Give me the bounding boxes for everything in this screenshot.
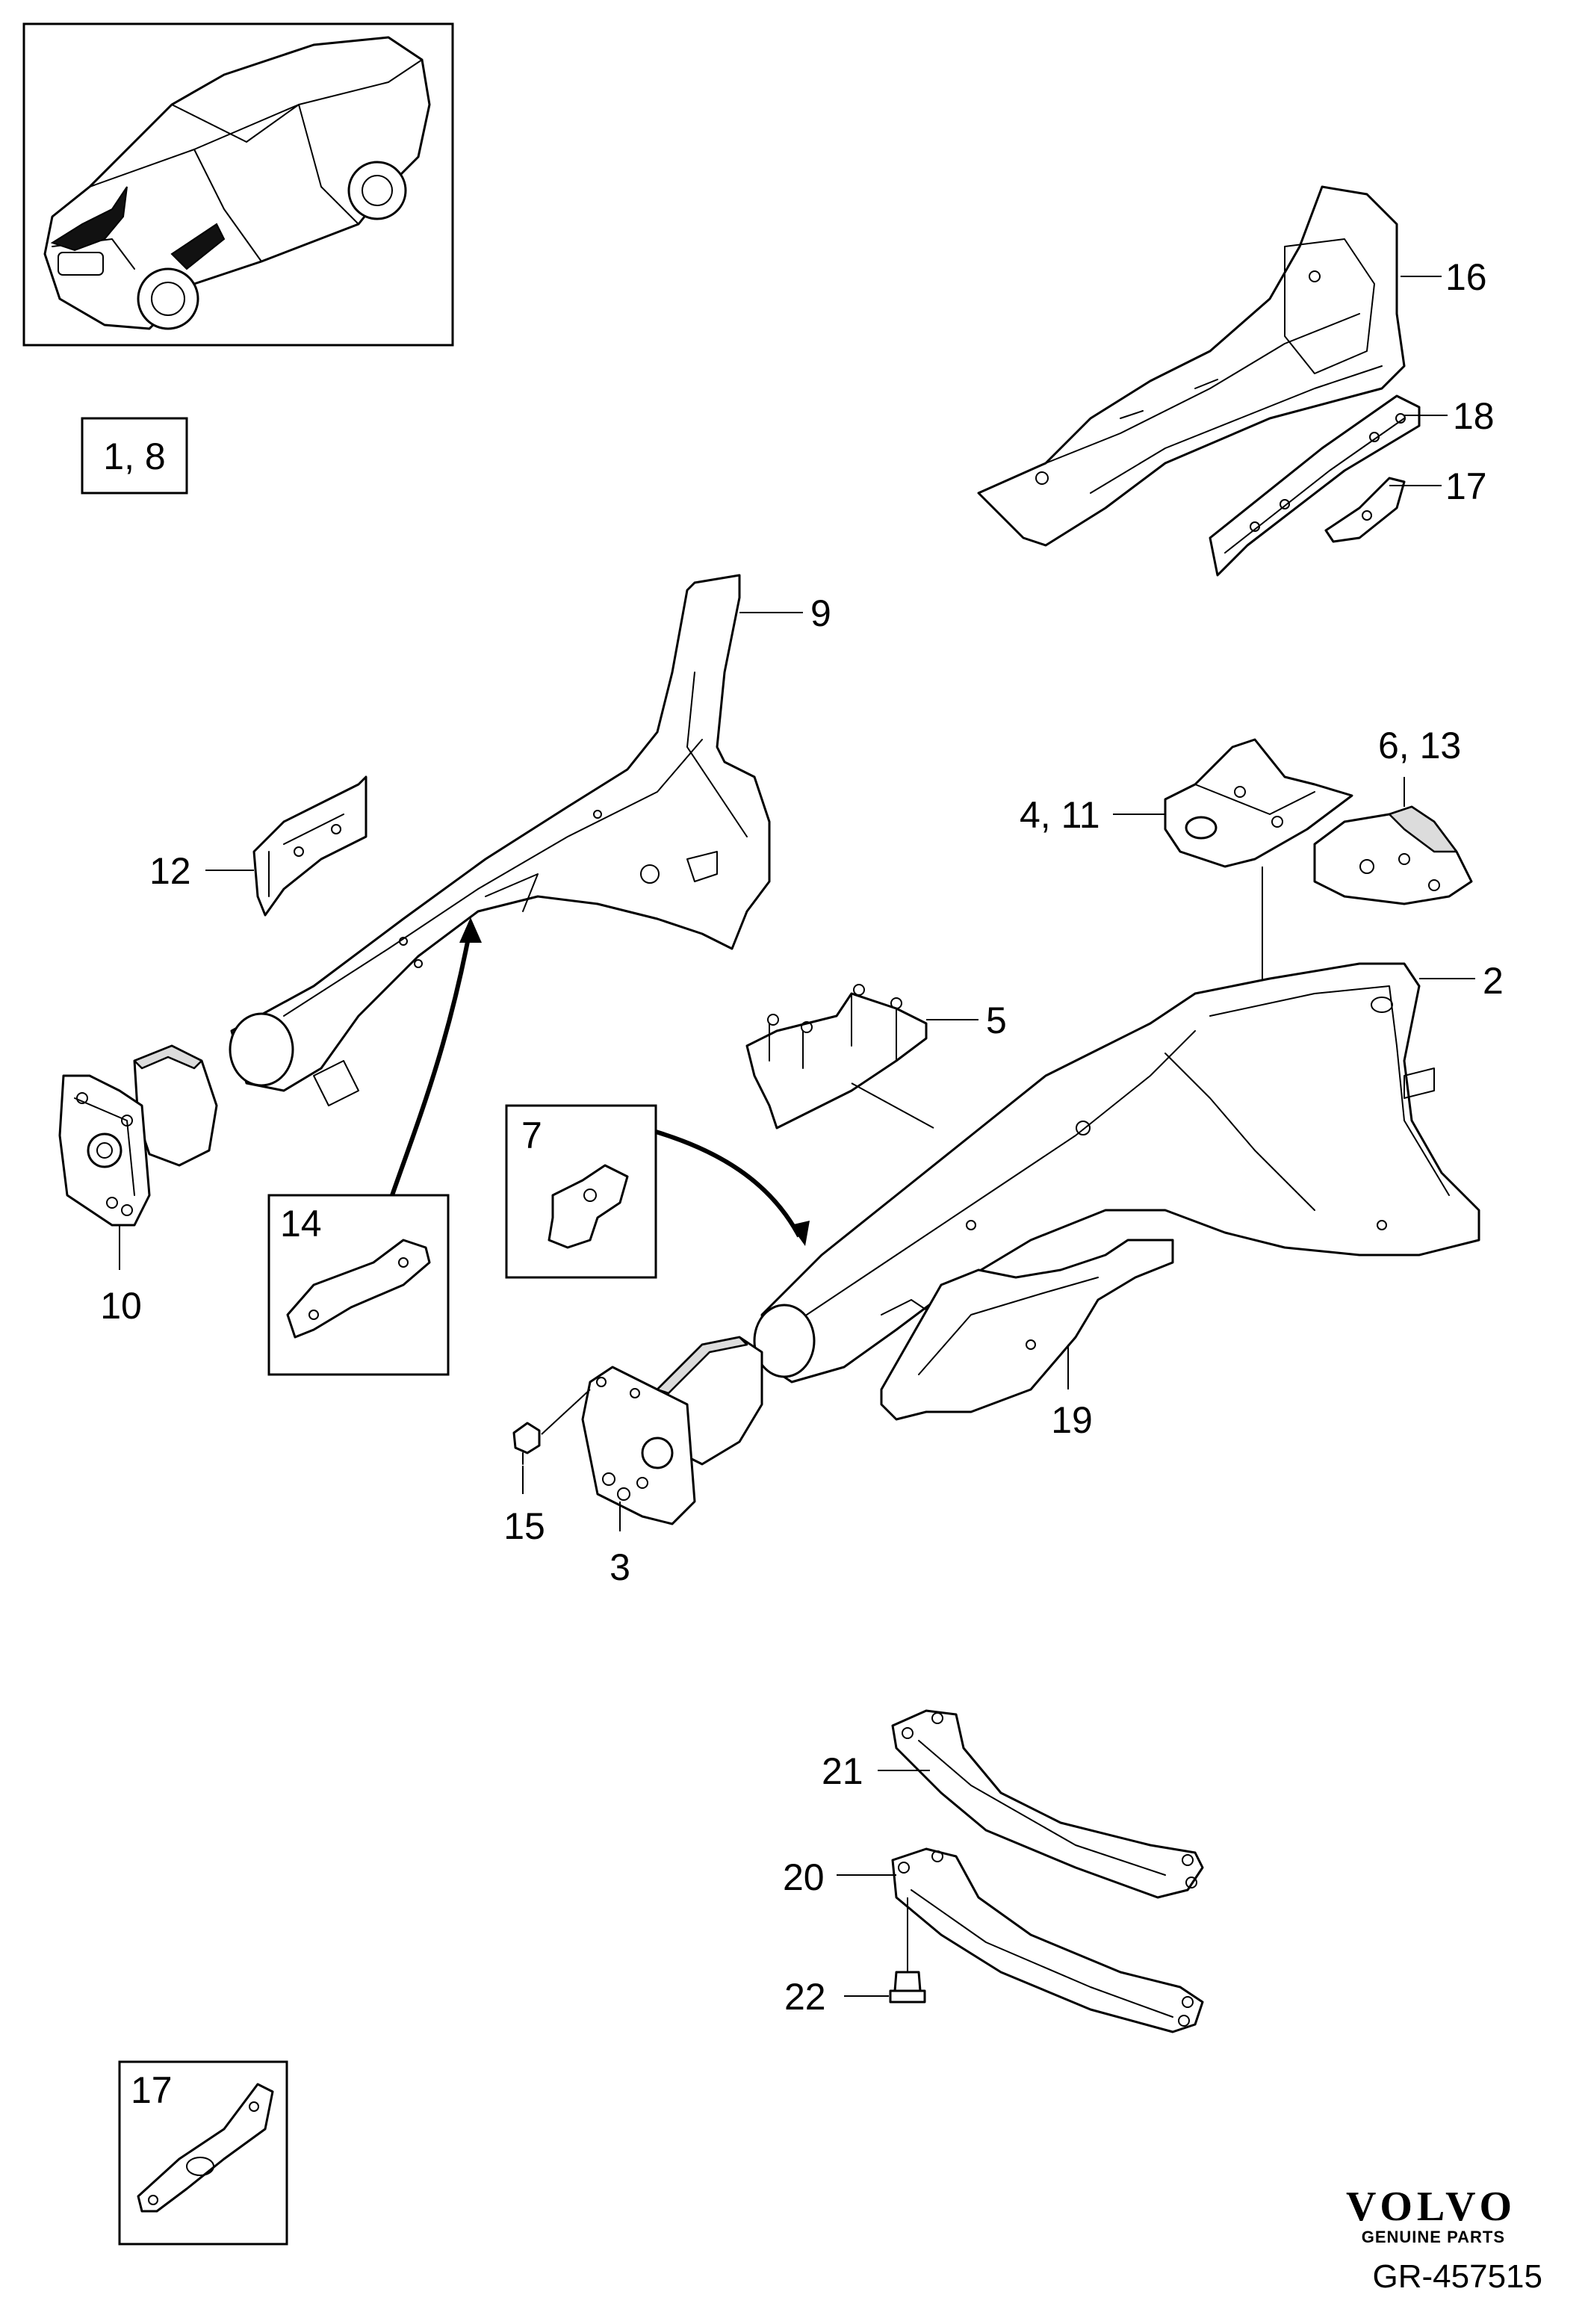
label-6-13: 6, 13 [1378,725,1461,766]
curved-arrow-icon [390,926,473,1196]
part-12-bracket [252,775,367,917]
label-2: 2 [1483,960,1504,1002]
part-20-cross-member [891,1847,1204,2033]
part-6-13-bracket [1313,805,1473,905]
label-3: 3 [610,1546,630,1588]
part-21-cross-member [891,1709,1204,1899]
label-12: 12 [149,850,191,892]
label-10: 10 [100,1285,142,1327]
label-18: 18 [1453,395,1495,437]
callout-box-17: 17 [118,2060,288,2246]
part-15-bolt [512,1389,591,1465]
genuine-parts-text: GENUINE PARTS [1362,2228,1505,2246]
label-19: 19 [1051,1399,1093,1441]
label-17-box: 17 [131,2069,173,2111]
part-4-11-bracket [1164,738,1353,868]
label-15: 15 [503,1505,545,1547]
label-20: 20 [783,1856,825,1898]
label-22: 22 [784,1976,826,2018]
part-9-front-rail [229,574,771,1106]
label-21: 21 [822,1750,863,1792]
label-5: 5 [986,1000,1007,1041]
label-9: 9 [810,592,831,634]
part-5-bracket [745,984,928,1130]
label-17-top: 17 [1445,465,1487,507]
part-10-crash-box [58,1044,218,1227]
car-overview-icon [43,36,431,330]
leader-5-to-2 [851,1082,934,1129]
part-3-crash-box [581,1336,763,1525]
part-16-upper-apron [977,185,1406,547]
part-22-bolt [889,1897,926,2004]
branding: VOLVO GENUINE PARTS GR-457515 [1346,2184,1542,2295]
volvo-logo-text: VOLVO [1346,2184,1516,2230]
part-18-strip [1209,394,1421,577]
label-16: 16 [1445,256,1487,298]
label-1-8: 1, 8 [103,436,165,477]
label-14: 14 [280,1203,322,1245]
label-4-11: 4, 11 [1020,794,1100,836]
part-19-shield [880,1239,1174,1421]
part-17-bracket-top [1324,477,1406,543]
callout-box-1-8: 1, 8 [81,417,188,495]
callout-box-7: 7 [505,1104,657,1279]
vehicle-overview-inset [22,22,454,347]
arrowhead-9 [459,917,482,943]
arrow-7 [655,1130,801,1238]
callout-box-14: 14 [267,1194,450,1376]
arrowhead-7 [790,1221,810,1246]
figure-reference: GR-457515 [1373,2258,1542,2295]
label-7: 7 [521,1115,542,1156]
